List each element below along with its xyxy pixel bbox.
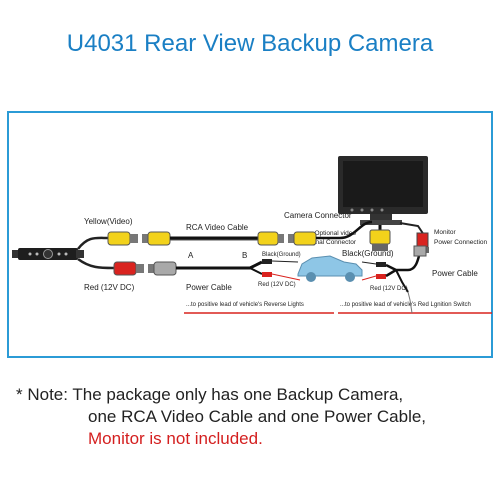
ignition-switch-label: ...to positive lead of vehicle's Red Lgn…: [340, 302, 471, 308]
right-ground-tip: [376, 262, 386, 267]
rca-video-cable-label: RCA Video Cable: [186, 223, 249, 232]
camera-video-lead: [77, 236, 109, 250]
monitor-label: Monitor: [434, 229, 457, 236]
package-note: * Note: The package only has one Backup …: [16, 384, 496, 450]
diagram-frame: [7, 111, 493, 358]
camera-red-connector-icon: [113, 261, 144, 276]
camera-connector-icon: [288, 231, 317, 246]
backup-camera-icon: [12, 248, 84, 260]
note-line-1: * Note: The package only has one Backup …: [16, 385, 404, 404]
right-power-connector-icon: [413, 245, 427, 257]
ignition-wire: [407, 291, 413, 314]
cable-yellow-connector-b-icon: [257, 231, 284, 246]
power-cable-left-ground: [249, 267, 263, 275]
wiring-diagram-svg: Optional video Signal Connector Monitor …: [7, 111, 493, 358]
connector-b-label: B: [242, 251, 247, 260]
signal-connector-label: Signal Connector: [306, 239, 357, 246]
power-cable-right-label: Power Cable: [432, 269, 478, 278]
black-ground-left-label: Black(Ground): [262, 252, 301, 258]
left-ground-tip: [262, 259, 272, 264]
camera-connector-label: Camera Connector: [284, 211, 352, 220]
power-connection-label: Power Connection: [434, 239, 487, 246]
yellow-video-label: Yellow(Video): [84, 217, 133, 226]
optional-video-label: Optional video: [314, 230, 356, 237]
left-red-lead: [271, 273, 301, 281]
monitor-power-wire: [399, 222, 425, 236]
camera-connector-wire: [316, 220, 373, 240]
left-red-tip: [262, 272, 272, 277]
black-ground-right-label: Black(Ground): [342, 249, 394, 258]
signal-connector-icon: [369, 229, 391, 251]
right-black-lead: [361, 261, 377, 265]
left-black-lead: [271, 260, 299, 263]
right-red-tip: [376, 274, 386, 279]
red-12v-small-right-label: Red (12V DC): [370, 286, 408, 292]
cable-yellow-connector-a-icon: [142, 231, 171, 246]
wiring-diagram: Optional video Signal Connector Monitor …: [0, 110, 500, 375]
car-icon: [297, 255, 363, 282]
camera-yellow-connector-icon: [107, 231, 138, 246]
camera-power-lead: [77, 257, 115, 270]
note-line-2: one RCA Video Cable and one Power Cable,: [88, 407, 427, 426]
connector-a-label: A: [188, 251, 194, 260]
power-cable-right-tail: [395, 269, 409, 293]
red-12v-label: Red (12V DC): [84, 283, 135, 292]
red-12v-small-left-label: Red (12V DC): [258, 282, 296, 288]
page-title: U4031 Rear View Backup Camera: [66, 30, 434, 57]
reverse-lights-label: ...to positive lead of vehicle's Reverse…: [186, 302, 304, 308]
right-red-lead: [361, 275, 377, 281]
power-cable-left: [176, 260, 263, 270]
monitor-icon: [338, 156, 428, 225]
note-line-3: Monitor is not included.: [88, 429, 263, 448]
cable-grey-connector-icon: [148, 261, 177, 276]
power-cable-left-label: Power Cable: [186, 283, 232, 292]
